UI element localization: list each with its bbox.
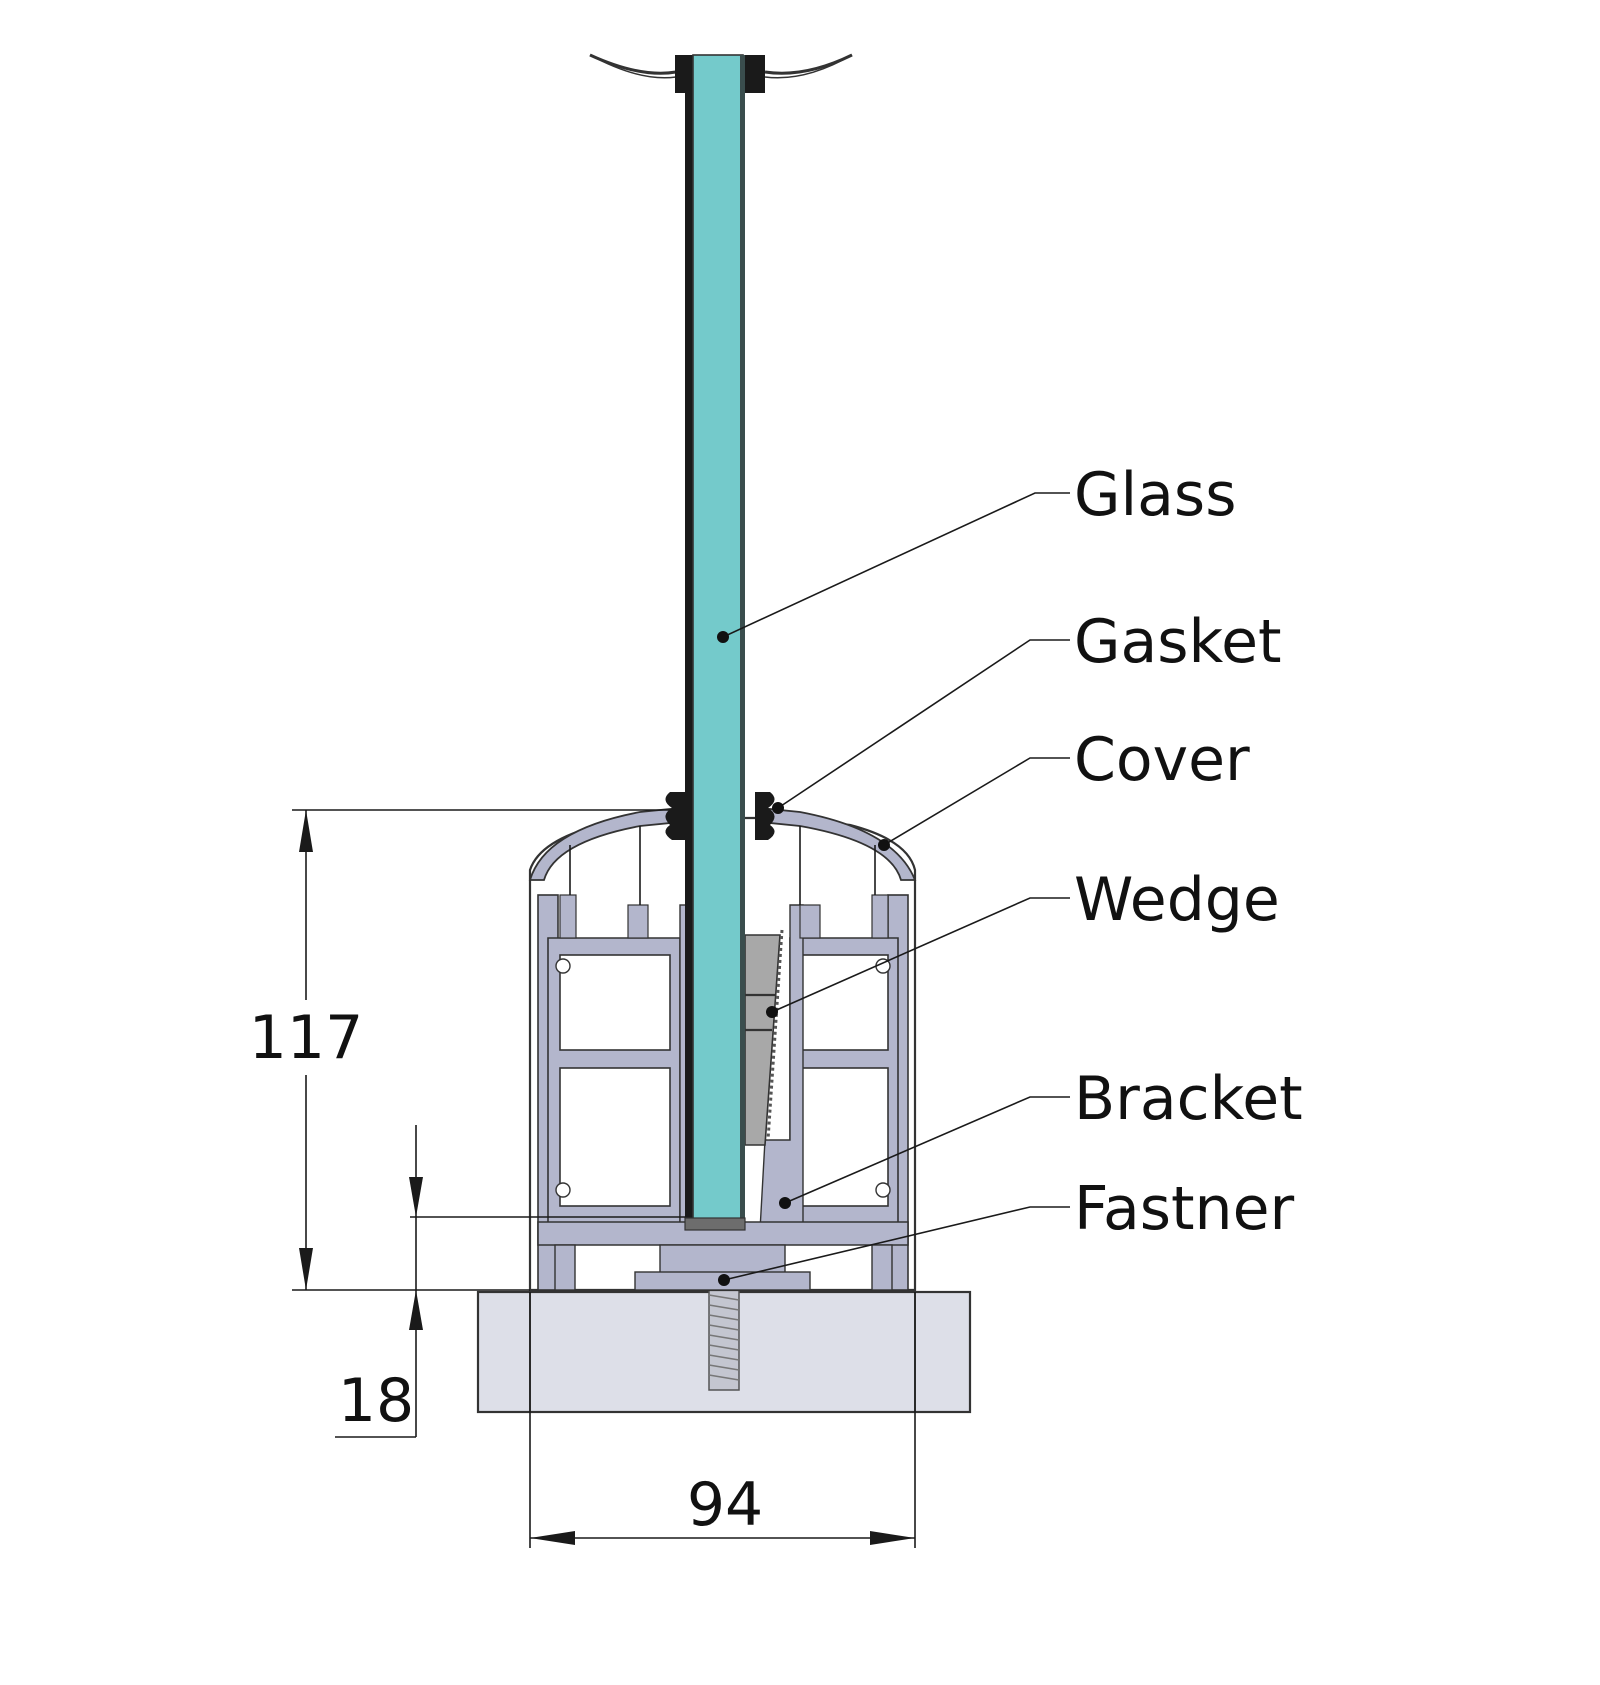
label-glass: Glass — [1074, 460, 1236, 530]
gasket — [665, 792, 775, 840]
leader-lines — [722, 492, 1070, 1281]
label-bracket: Bracket — [1074, 1064, 1303, 1134]
dimension-base — [335, 1125, 685, 1438]
label-gasket: Gasket — [1074, 607, 1282, 677]
dimension-height — [292, 809, 670, 1291]
dimension-width-value: 94 — [687, 1470, 763, 1540]
dimension-width — [529, 1292, 916, 1548]
label-wedge: Wedge — [1074, 865, 1280, 935]
dimension-height-value: 117 — [249, 1003, 364, 1073]
label-cover: Cover — [1074, 725, 1250, 795]
label-fastener: Fastner — [1074, 1174, 1294, 1244]
glass-panel — [684, 54, 746, 1231]
leader-dots — [717, 631, 890, 1286]
dimension-base-value: 18 — [338, 1366, 414, 1436]
